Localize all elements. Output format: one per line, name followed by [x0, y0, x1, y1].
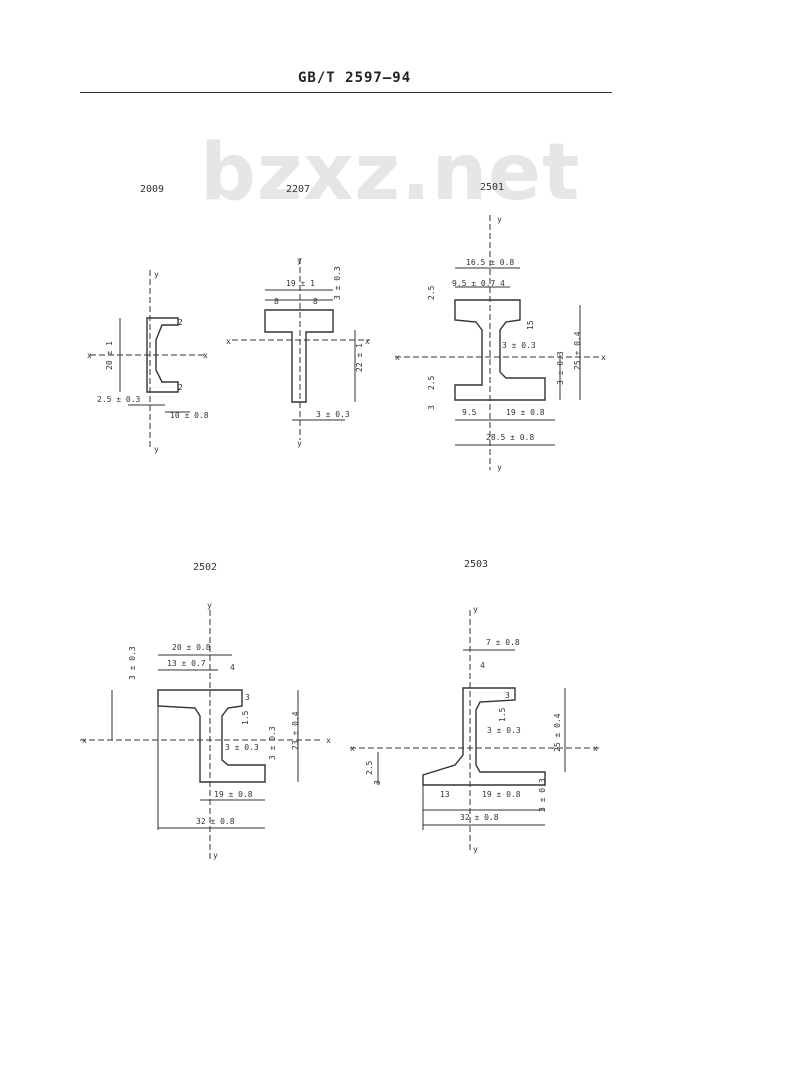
dim-label: 3: [245, 693, 250, 702]
axis-label: y: [207, 601, 212, 610]
dim-label: 2.5: [427, 285, 436, 300]
axis-label: x: [82, 736, 87, 745]
axis-label: y: [297, 256, 302, 265]
dim-label: 3 ± 0.3: [538, 778, 547, 812]
dim-label: 19 ± 0.8: [506, 408, 545, 417]
dim-label: 8: [313, 297, 318, 306]
axis-label: y: [154, 445, 159, 454]
dim-label: 13 ± 0.7: [167, 659, 206, 668]
dim-label: 3: [373, 780, 382, 785]
dim-label: 8: [274, 297, 279, 306]
dim-label: 32 ± 0.8: [460, 813, 499, 822]
header-rule: [80, 92, 612, 93]
dim-label: 2: [178, 318, 183, 327]
dim-label: 2.5 ± 0.3: [97, 395, 141, 404]
figure-2207: [232, 258, 370, 440]
dim-label: 20 ± 0.8: [172, 643, 211, 652]
watermark: bzxz.net: [200, 128, 581, 218]
dim-label: 9.5: [462, 408, 477, 417]
figure-2501: [395, 215, 600, 470]
dim-label: 19 ± 0.8: [482, 790, 521, 799]
dim-label: 4: [230, 663, 235, 672]
axis-label: x: [395, 353, 400, 362]
dim-label: 3 ± 0.3: [556, 351, 565, 385]
dim-label: 20 ± 1: [105, 341, 114, 370]
figure-2503: [350, 610, 600, 850]
axis-label: x: [226, 337, 231, 346]
dim-label: 1.5: [241, 710, 250, 725]
figure-title-2207: 2207: [286, 184, 310, 195]
figure-title-2502: 2502: [193, 562, 217, 573]
figure-title-2501: 2501: [480, 182, 504, 193]
figure-2009: [90, 270, 205, 450]
dim-label: 2.5: [365, 760, 374, 775]
dim-label: 1.5: [498, 707, 507, 722]
axis-label: x: [601, 353, 606, 362]
dim-label: 23 ± 0.4: [291, 711, 300, 750]
dim-label: 3 ± 0.3: [502, 341, 536, 350]
axis-label: y: [497, 463, 502, 472]
dim-label: 25 ± 0.4: [573, 331, 582, 370]
dim-label: 32 ± 0.8: [196, 817, 235, 826]
dim-label: 10 ± 0.8: [170, 411, 209, 420]
figure-title-2009: 2009: [140, 184, 164, 195]
dim-label: 3 ± 0.3: [225, 743, 259, 752]
dim-label: 2: [178, 383, 183, 392]
dim-label: 3 ± 0.3: [268, 726, 277, 760]
dim-label: 19 ± 0.8: [214, 790, 253, 799]
dim-label: 2.5: [427, 375, 436, 390]
dim-label: 16.5 ± 0.8: [466, 258, 514, 267]
axis-label: y: [497, 215, 502, 224]
axis-label: x: [350, 744, 355, 753]
dim-label: 3: [505, 691, 510, 700]
dim-label: 3: [427, 405, 436, 410]
dim-label: 3 ± 0.3: [128, 646, 137, 680]
figure-2502: [80, 610, 320, 860]
dim-label: 15: [526, 320, 535, 330]
axis-label: x: [326, 736, 331, 745]
axis-label: y: [213, 851, 218, 860]
figure-title-2503: 2503: [464, 559, 488, 570]
axis-label: y: [154, 270, 159, 279]
dim-label: 3 ± 0.3: [333, 266, 342, 300]
dim-label: 19 ± 1: [286, 279, 315, 288]
dim-label: 25 ± 0.4: [553, 713, 562, 752]
dim-label: 7 ± 0.8: [486, 638, 520, 647]
dim-label: 28.5 ± 0.8: [486, 433, 534, 442]
axis-label: x: [365, 337, 370, 346]
dim-label: 13: [440, 790, 450, 799]
axis-label: x: [593, 744, 598, 753]
axis-label: y: [297, 439, 302, 448]
axis-label: y: [473, 845, 478, 854]
dim-label: 9.5 ± 0.7: [452, 279, 496, 288]
axis-label: x: [87, 351, 92, 360]
dim-label: 4: [500, 279, 505, 288]
dim-label: 4: [480, 661, 485, 670]
axis-label: y: [473, 605, 478, 614]
axis-label: x: [203, 351, 208, 360]
dim-label: 22 ± 1: [355, 343, 364, 372]
dim-label: 3 ± 0.3: [316, 410, 350, 419]
standard-header: GB/T 2597—94: [298, 70, 412, 86]
dim-label: 3 ± 0.3: [487, 726, 521, 735]
